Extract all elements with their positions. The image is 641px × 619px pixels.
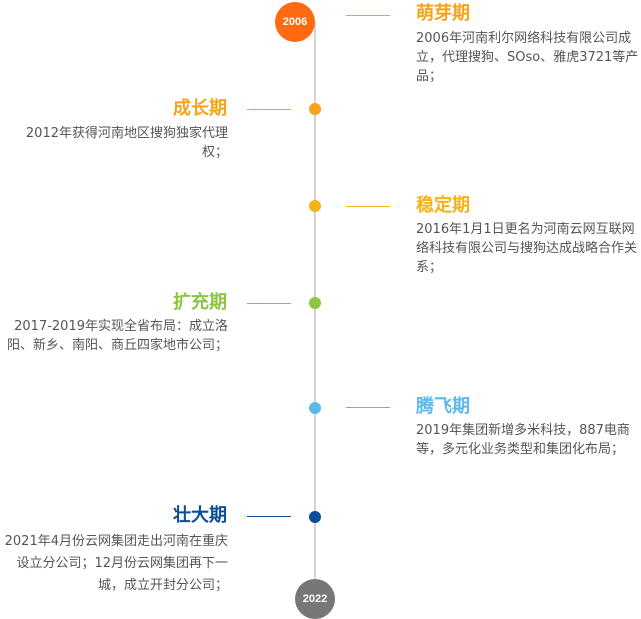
stage-dot [309, 103, 321, 115]
stage-title: 扩充期 [173, 292, 227, 313]
stage-dot [309, 511, 321, 523]
stage-title: 腾飞期 [416, 396, 470, 417]
stage-description: 2017-2019年实现全省布局：成立洛阳、新乡、南阳、商丘四家地市公司； [6, 319, 228, 353]
stage-title: 萌芽期 [416, 3, 470, 24]
stage-title: 稳定期 [416, 195, 470, 216]
stage-connector [346, 15, 390, 16]
stage-connector [247, 303, 291, 304]
stage-description: 2016年1月1日更名为河南云网互联网络科技有限公司与搜狗达成战略合作关系； [416, 222, 638, 275]
stage-dot [309, 200, 321, 212]
stage-description: 2012年获得河南地区搜狗独家代理权； [25, 126, 228, 160]
stage-connector [346, 407, 390, 408]
stage-description: 2006年河南利尔网络科技有限公司成立，代理搜狗、SOso、雅虎3721等产品； [416, 31, 639, 84]
end-year-badge: 2022 [295, 579, 335, 619]
stage-description: 2019年集团新增多米科技，887电商等，多元化业务类型和集团化布局； [416, 423, 630, 457]
stage-dot [309, 297, 321, 309]
stage-title: 壮大期 [173, 505, 227, 526]
stage-connector [247, 516, 291, 517]
stage-dot [309, 402, 321, 414]
stage-connector [346, 206, 390, 207]
timeline-axis [314, 22, 316, 600]
stage-title: 成长期 [173, 98, 227, 119]
start-year-badge: 2006 [275, 2, 315, 42]
stage-description: 2021年4月份云网集团走出河南在重庆设立分公司；12月份云网集团再下一城，成立… [4, 534, 228, 593]
stage-connector [247, 109, 291, 110]
